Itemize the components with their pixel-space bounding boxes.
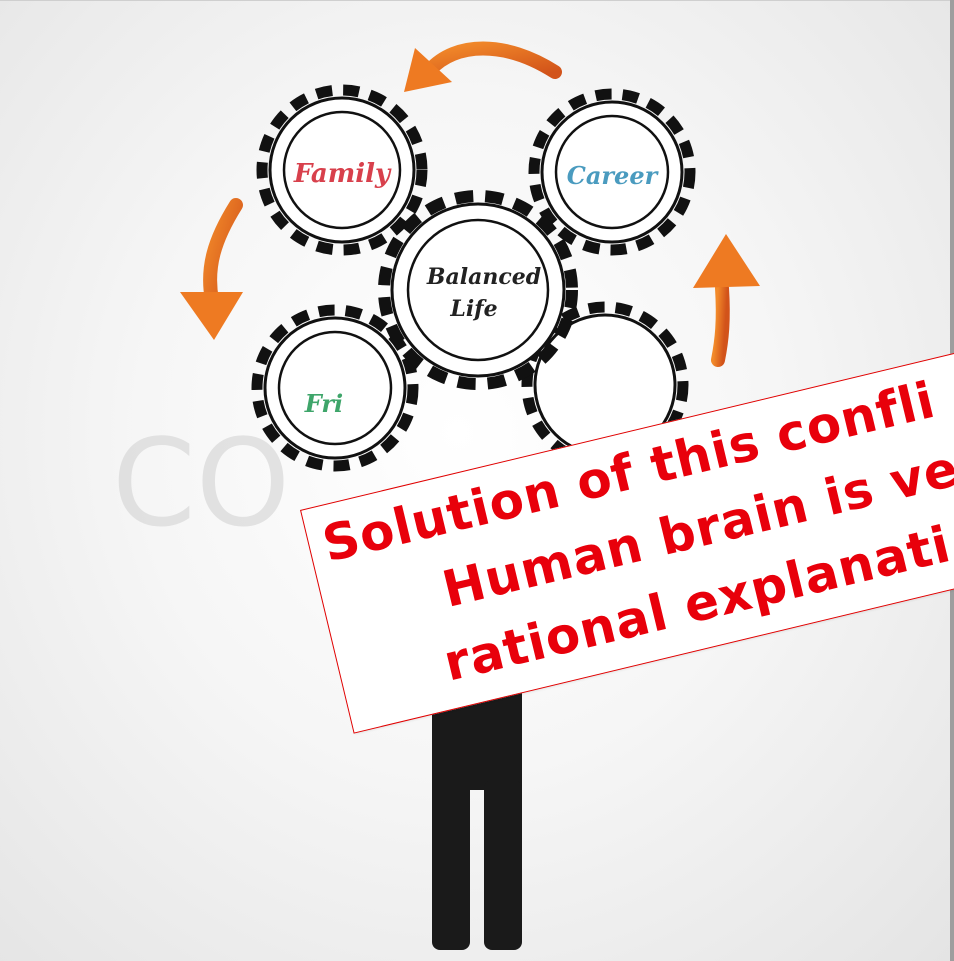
gear-friends-icon: Fri	[251, 304, 419, 472]
gear-career-icon: Career	[528, 88, 696, 256]
gear-friends-label: Fri	[304, 389, 343, 418]
gear-balanced-label-line1: Balanced	[426, 264, 541, 290]
arrow-right-icon	[693, 234, 760, 367]
gear-career-label: Career	[567, 161, 660, 190]
gear-family-icon: Family	[256, 84, 428, 256]
arrow-top-icon	[404, 41, 562, 92]
arrow-left-icon	[180, 198, 243, 340]
gear-balanced-label-line2: Life	[449, 296, 497, 322]
watermark-text: CO	[112, 415, 290, 554]
gear-balanced-life-icon: Balanced Life	[378, 190, 578, 390]
gear-family-label: Family	[293, 159, 392, 189]
